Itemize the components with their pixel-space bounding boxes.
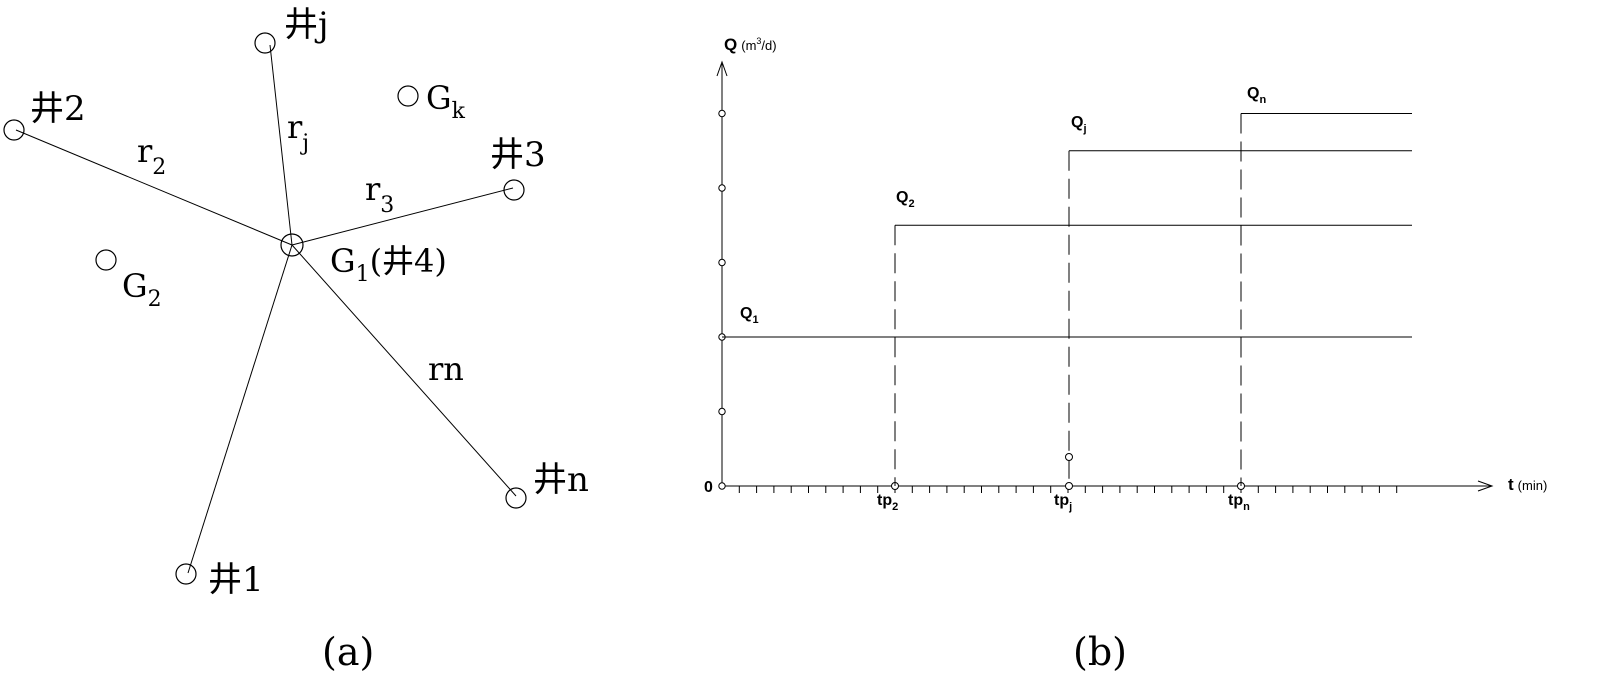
distance-rj-label: rj	[287, 108, 309, 156]
line-r2	[15, 129, 293, 246]
well-n-marker	[505, 487, 527, 509]
well-n-label: 井n	[533, 460, 589, 500]
x-axis-arrow	[1477, 480, 1494, 492]
obs-gk-marker	[397, 85, 419, 107]
distance-rn-label: rn	[428, 350, 464, 388]
well-2-marker	[3, 119, 25, 141]
origin-label: 0	[704, 479, 713, 496]
y-axis-label: Q(m3/d)	[724, 35, 777, 54]
line-rn	[291, 244, 517, 497]
well-2-label: 井2	[30, 89, 86, 129]
panel-a: 井j 井2 井3 井n 井1 rj r2 r3 rn Gk G2 G1(井4) …	[3, 5, 589, 674]
line-rj	[269, 44, 293, 246]
well-j-marker	[254, 32, 276, 54]
time-marker	[1065, 482, 1073, 490]
q1-label: Q1	[740, 305, 759, 326]
well-1-marker	[175, 563, 197, 585]
well-3-marker	[503, 179, 525, 201]
tpj-label: tpj	[1054, 492, 1072, 513]
step-lines	[722, 113, 1412, 490]
caption-a: (a)	[322, 630, 374, 674]
tpj-riser-marker	[1065, 453, 1073, 461]
line-r1	[187, 244, 293, 574]
y-tick-marker	[718, 482, 726, 490]
panel-b: Q(m3/d) t(min) 0 Q1 Q2 Qj Qn tp2 tpj tpn…	[704, 35, 1547, 674]
tp2-label: tp2	[877, 492, 898, 513]
center-well-marker	[280, 233, 304, 257]
well-j-label: 井j	[284, 5, 329, 45]
center-well-label: G1(井4)	[330, 242, 447, 287]
y-tick-marker	[718, 109, 726, 118]
well-3-label: 井3	[490, 135, 546, 175]
line-r3	[291, 187, 514, 246]
tpn-label: tpn	[1228, 492, 1250, 513]
qn-label: Qn	[1247, 85, 1266, 106]
q2-label: Q2	[896, 189, 915, 210]
obs-gk-label: Gk	[426, 79, 466, 124]
y-tick-marker	[718, 258, 726, 267]
distance-r3-label: r3	[365, 170, 394, 218]
obs-g2-marker	[95, 249, 117, 271]
x-axis-label: t(min)	[1508, 475, 1547, 494]
well-1-label: 井1	[208, 560, 264, 600]
obs-g2-label: G2	[122, 267, 162, 312]
distance-r2-label: r2	[137, 132, 166, 180]
y-axis-arrow	[716, 60, 728, 77]
y-tick-marker	[718, 184, 726, 192]
y-axis-ticks	[718, 109, 726, 490]
qj-label: Qj	[1071, 114, 1087, 135]
caption-b: (b)	[1073, 630, 1127, 674]
y-tick-marker	[718, 407, 726, 416]
x-axis-ticks	[738, 486, 1398, 493]
